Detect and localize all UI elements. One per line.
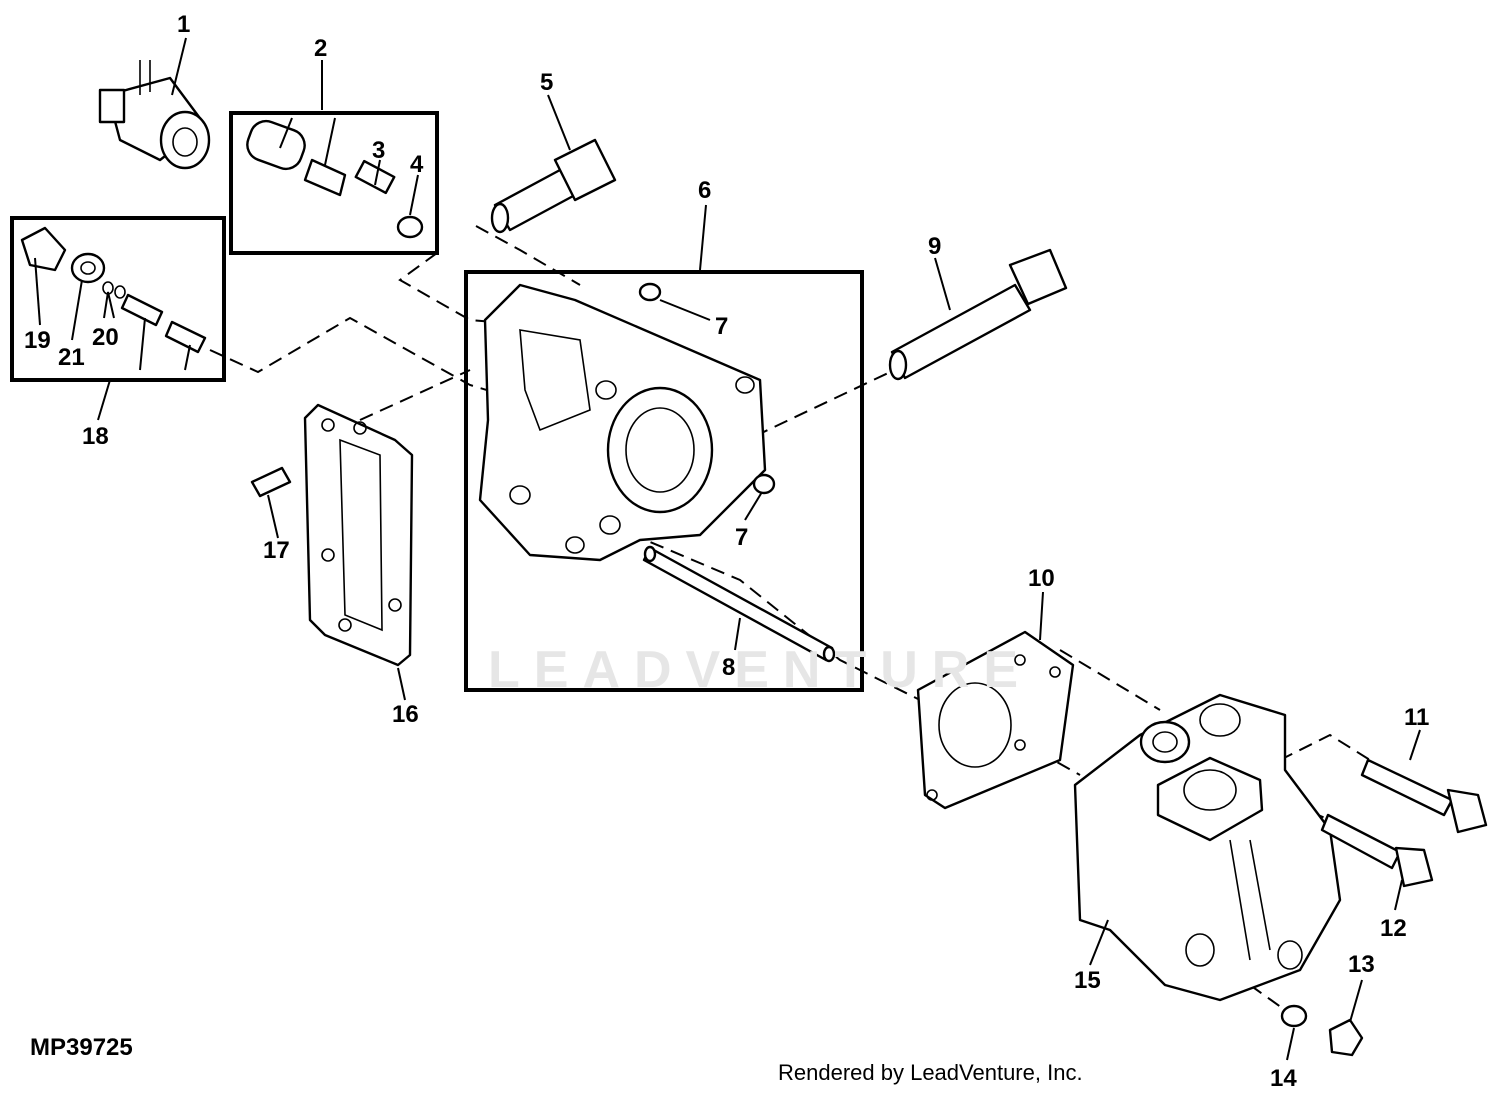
fitting-5 (490, 138, 617, 234)
callout-9: 9 (928, 233, 941, 260)
relief-kit (20, 226, 207, 354)
callout-4: 4 (410, 151, 424, 178)
plug-7-lower (752, 473, 776, 495)
leader-lines (34, 37, 1421, 1061)
kit-2-frame (229, 111, 439, 255)
callout-8: 8 (722, 654, 735, 681)
callout-11: 11 (1404, 704, 1429, 731)
callouts: 1 2 3 4 5 6 7 7 8 9 10 11 12 13 14 15 16… (24, 11, 1429, 1092)
callout-15: 15 (1074, 967, 1101, 994)
callout-10: 10 (1028, 565, 1055, 592)
callout-18: 18 (82, 423, 109, 450)
plug-7-top (638, 282, 662, 302)
gasket-10 (916, 630, 1075, 810)
callout-1: 1 (177, 11, 190, 38)
dowel-17 (250, 466, 292, 498)
callout-20: 20 (92, 324, 119, 351)
stud-8 (642, 545, 836, 663)
callout-7-lower: 7 (735, 524, 748, 551)
bolt-11 (1360, 758, 1488, 834)
callout-3: 3 (372, 137, 385, 164)
housing-6-frame (464, 270, 864, 692)
spool-kit (246, 119, 424, 239)
callout-19: 19 (24, 327, 51, 354)
valve-housing (478, 283, 767, 562)
callout-16: 16 (392, 701, 419, 728)
callout-5: 5 (540, 69, 553, 96)
bolt-9 (888, 248, 1068, 381)
washer-14 (1280, 1004, 1308, 1028)
figure-id: MP39725 (30, 1034, 133, 1061)
callout-21: 21 (58, 344, 85, 371)
pump-15 (1073, 693, 1342, 1002)
nut-13 (1328, 1018, 1364, 1057)
callout-14: 14 (1270, 1065, 1297, 1092)
callout-12: 12 (1380, 915, 1407, 942)
callout-2: 2 (314, 35, 327, 62)
bolt-12 (1320, 813, 1434, 888)
render-credit: Rendered by LeadVenture, Inc. (778, 1060, 1083, 1085)
callout-6: 6 (698, 177, 711, 204)
kit-18-frame (10, 216, 226, 382)
callout-7-upper: 7 (715, 313, 728, 340)
watermark: LEADVENTURE (488, 641, 1033, 699)
solenoid (98, 60, 211, 170)
callout-13: 13 (1348, 951, 1375, 978)
gasket-16 (303, 403, 414, 667)
callout-17: 17 (263, 537, 290, 564)
